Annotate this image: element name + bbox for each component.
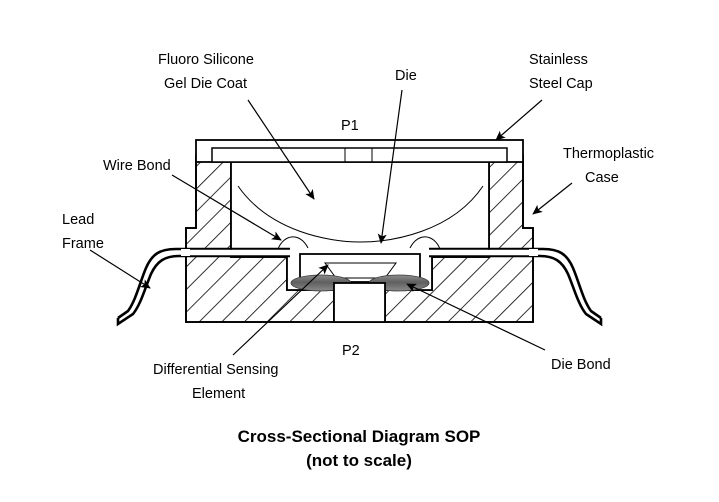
leader-differential-sensing-element [232,264,329,356]
figure-caption: Cross-Sectional Diagram SOP (not to scal… [238,427,481,470]
label-differential-sensing-line1: Differential Sensing [153,362,278,378]
wire-bond-arcs [277,236,441,250]
caption-title: Cross-Sectional Diagram SOP [238,427,481,446]
port-labels: P1 P2 [341,118,360,359]
leader-lead-frame [89,249,151,289]
label-thermoplastic-case-line1: Thermoplastic [563,146,654,162]
lead-frame [116,247,603,327]
label-lead-frame-line2: Frame [62,236,104,252]
leader-die [377,89,403,244]
label-stainless-cap-line1: Stainless [529,52,588,68]
label-port-p1: P1 [341,118,359,134]
label-differential-sensing-line2: Element [192,386,245,402]
stainless-steel-cap [195,139,524,163]
fluoro-silicone-gel-surface [237,185,484,243]
label-die: Die [395,68,417,84]
label-die-bond: Die Bond [551,357,611,373]
label-stainless-cap-line2: Steel Cap [529,76,593,92]
callout-labels: Fluoro Silicone Gel Die Coat Die Stainle… [62,52,654,402]
label-wire-bond: Wire Bond [103,158,171,174]
p2-pedestal-face [333,282,386,323]
leader-thermoplastic-case [532,182,573,215]
cap-seating-lines [230,162,490,250]
label-thermoplastic-case-line2: Case [585,170,619,186]
leader-fluoro-silicone [247,99,315,200]
caption-subtitle: (not to scale) [306,451,412,470]
label-fluoro-silicone-line2: Gel Die Coat [164,76,247,92]
leader-wire-bond [171,174,282,241]
leader-stainless-cap [495,99,543,141]
label-fluoro-silicone-line1: Fluoro Silicone [158,52,254,68]
leader-die-bond [406,283,546,351]
callout-leaders [89,89,573,356]
label-port-p2: P2 [342,343,360,359]
label-lead-frame-line1: Lead [62,212,94,228]
